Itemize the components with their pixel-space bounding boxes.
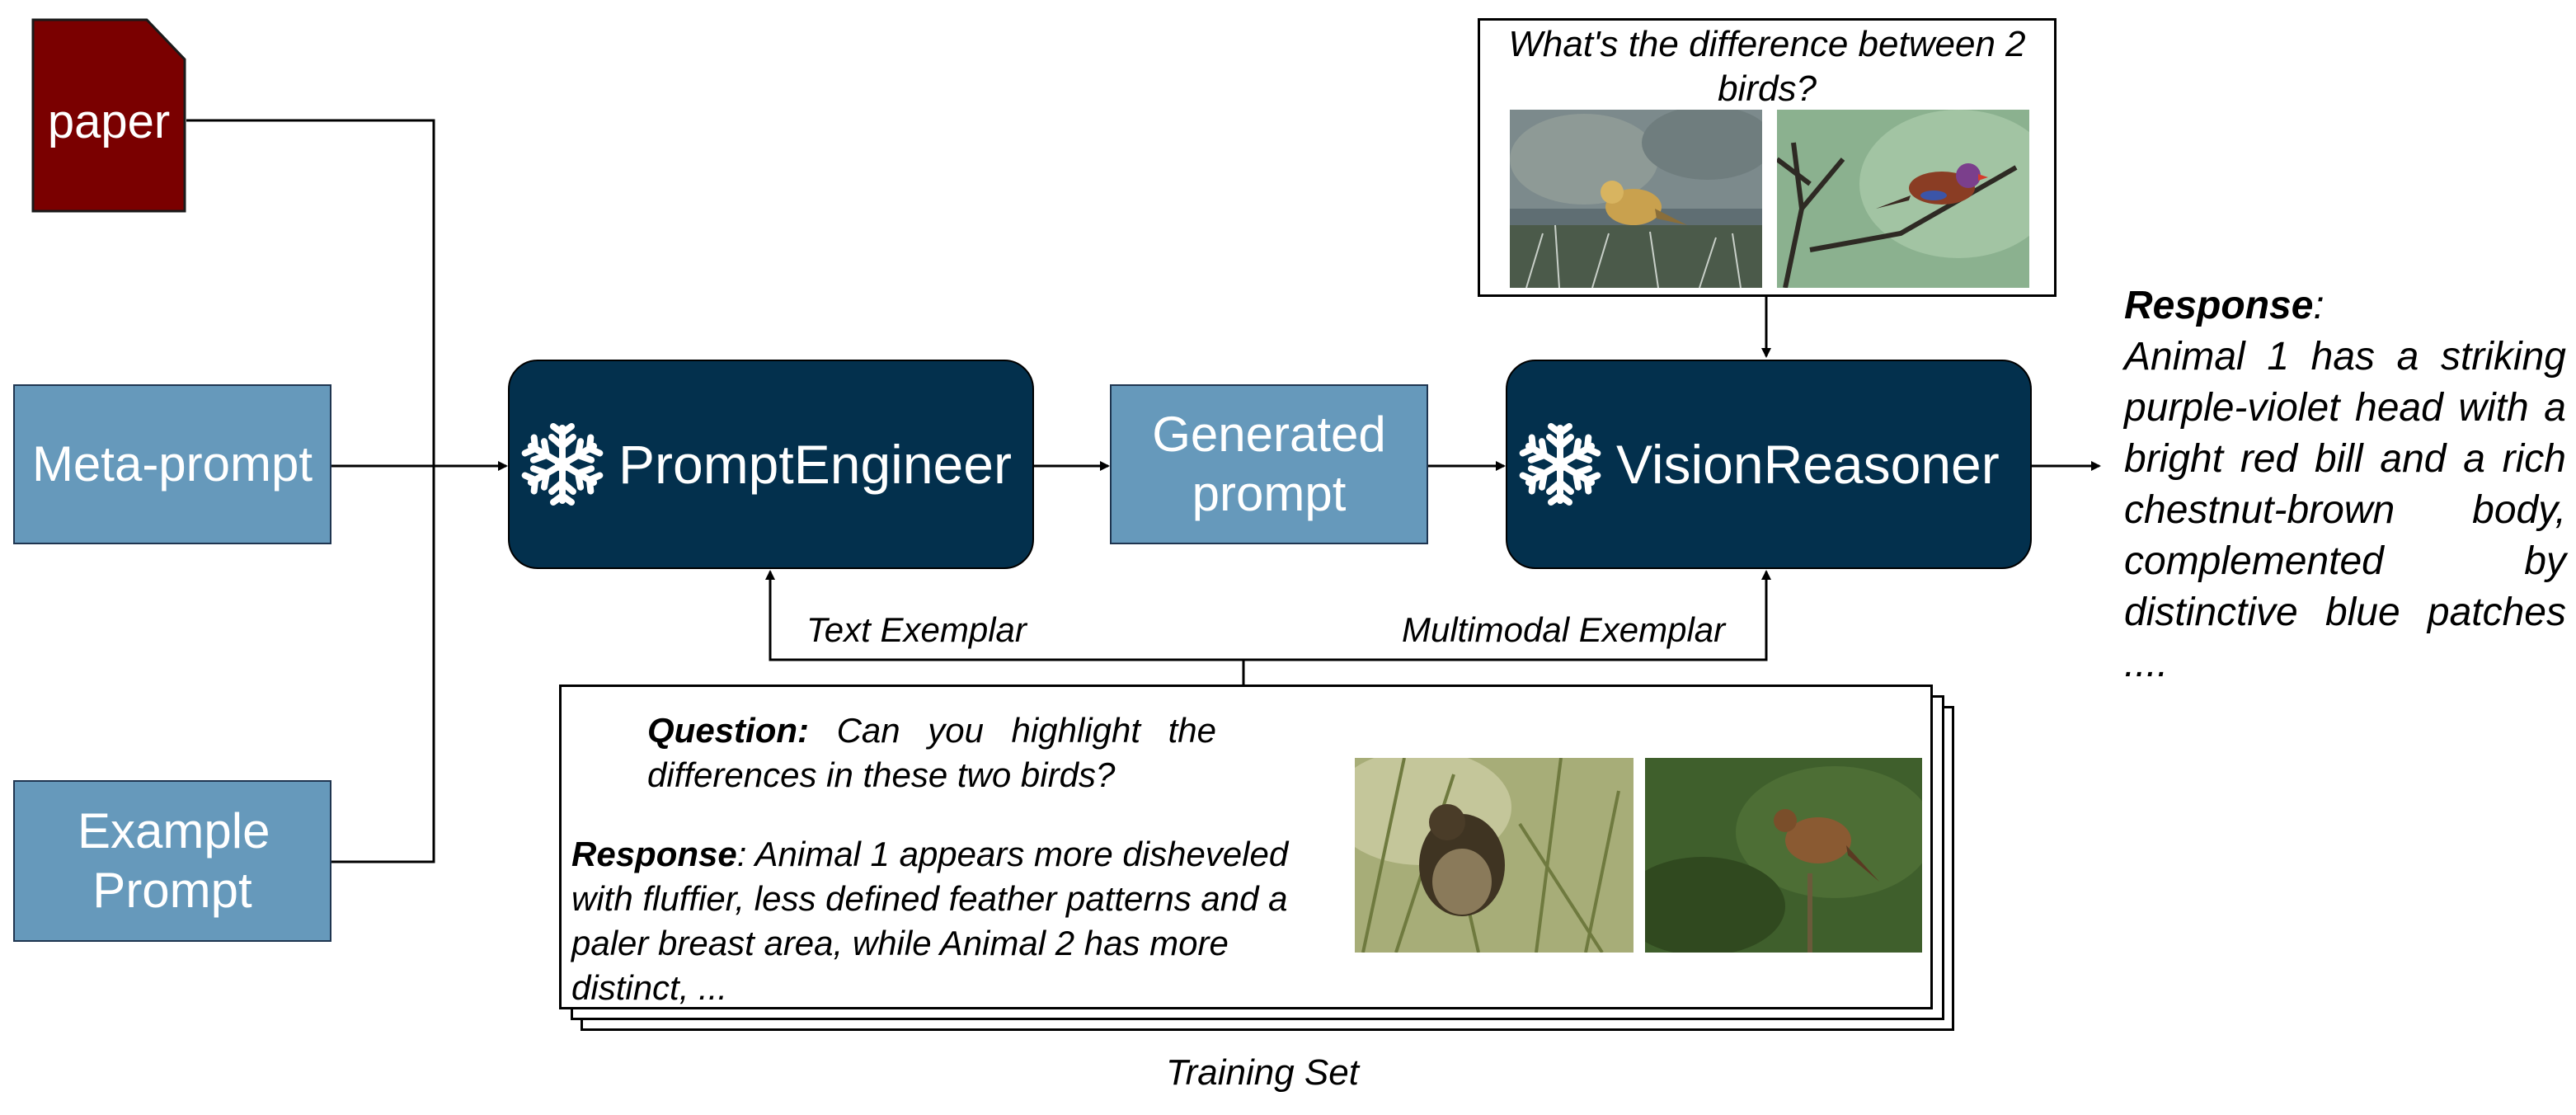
query-card: What's the difference between 2 birds? (1478, 18, 2057, 297)
training-response-label: Response (571, 835, 737, 873)
generated-prompt-box: Generated prompt (1110, 384, 1428, 544)
training-response-text: : Animal 1 appears more disheveled with … (571, 835, 1289, 1007)
paper-connector (186, 119, 435, 466)
training-question: Question: Can you highlight the differen… (647, 708, 1216, 797)
output-response-label: Response (2124, 284, 2314, 327)
vision-reasoner-label: VisionReasoner (1616, 434, 2000, 495)
snowflake-icon (521, 423, 604, 506)
bird-photo-1 (1510, 110, 1762, 288)
vision-reasoner-node: VisionReasoner (1506, 360, 2032, 569)
bird-photo-2 (1777, 110, 2029, 288)
training-set-caption: Training Set (1166, 1052, 1359, 1093)
meta-prompt-box: Meta-prompt (13, 384, 331, 544)
output-response-heading: Response: (2124, 280, 2566, 332)
paper-label: paper (47, 95, 171, 148)
output-response-colon: : (2313, 284, 2325, 327)
text-exemplar-arrow (765, 570, 1243, 661)
prompt-engineer-node: PromptEngineer (508, 360, 1034, 569)
output-response: Response: Animal 1 has a striking purple… (2124, 280, 2566, 689)
paper-document: paper (31, 18, 186, 213)
example-prompt-box: Example Prompt (13, 780, 331, 942)
multimodal-exemplar-arrow (1243, 570, 1771, 661)
training-question-label: Question: (647, 711, 809, 750)
training-response: Response: Animal 1 appears more dishevel… (571, 832, 1343, 1010)
multimodal-exemplar-label: Multimodal Exemplar (1402, 610, 1726, 649)
text-exemplar-label: Text Exemplar (806, 610, 1027, 649)
snowflake-icon (1519, 423, 1601, 506)
prompt-engineer-label: PromptEngineer (618, 434, 1012, 495)
generated-prompt-label: Generated prompt (1152, 407, 1386, 521)
example-prompt-label: Example Prompt (78, 803, 270, 918)
training-bird-photo-1 (1355, 758, 1634, 953)
paper-document-icon (31, 18, 186, 213)
meta-prompt-label: Meta-prompt (31, 436, 313, 492)
training-set-card: Question: Can you highlight the differen… (559, 685, 1933, 1009)
example-prompt-connector (331, 466, 435, 863)
query-question: What's the difference between 2 birds? (1508, 24, 2026, 109)
output-response-text: Animal 1 has a striking purple-violet he… (2124, 335, 2566, 685)
training-question-text: Can you highlight the differences in the… (647, 711, 1216, 794)
training-bird-photo-2 (1645, 758, 1922, 953)
